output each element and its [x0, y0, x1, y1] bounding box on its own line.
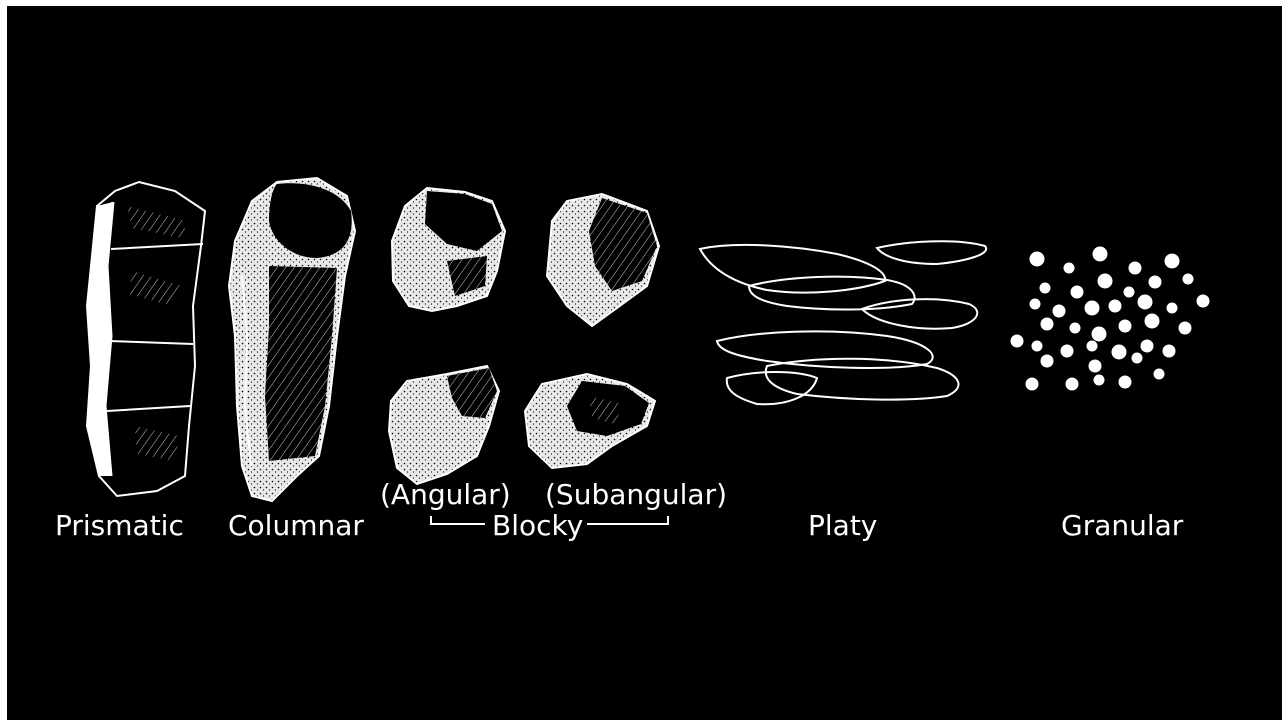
label-blocky: Blocky: [492, 512, 583, 540]
soil-structure-illustrations: [7, 6, 1282, 720]
label-subangular: (Subangular): [545, 481, 727, 509]
prismatic-illustration: [87, 182, 205, 496]
label-columnar: Columnar: [228, 512, 364, 540]
label-prismatic: Prismatic: [55, 512, 184, 540]
blocky-angular-bottom-illustration: [389, 366, 499, 484]
blocky-subangular-bottom-illustration: [525, 374, 655, 468]
platy-illustration: [700, 241, 986, 404]
label-platy: Platy: [808, 512, 877, 540]
diagram-canvas: (Angular) (Subangular) Prismatic Columna…: [7, 6, 1282, 720]
label-granular: Granular: [1061, 512, 1183, 540]
blocky-subangular-top-illustration: [547, 194, 659, 326]
blocky-angular-top-illustration: [392, 188, 505, 311]
columnar-illustration: [229, 178, 355, 501]
label-angular: (Angular): [380, 481, 511, 509]
granular-illustration: [1011, 247, 1209, 390]
